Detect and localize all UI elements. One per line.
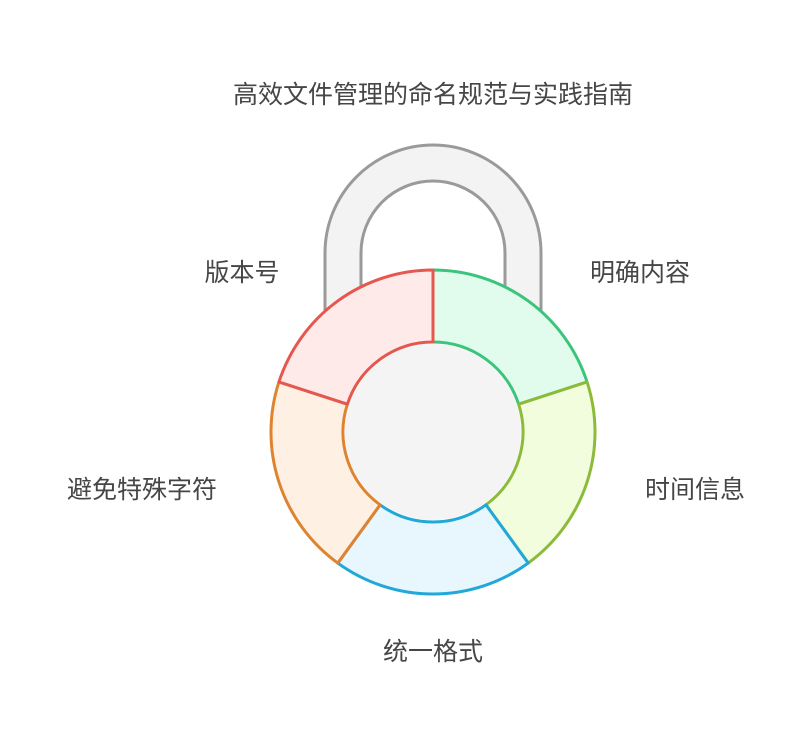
label-clear-content: 明确内容 xyxy=(589,258,691,287)
lock-center xyxy=(345,344,521,520)
label-unified-format: 统一格式 xyxy=(382,637,484,666)
padlock-shackle xyxy=(323,143,543,312)
label-time-info: 时间信息 xyxy=(644,475,746,504)
label-version-number: 版本号 xyxy=(204,258,280,287)
diagram-title: 高效文件管理的命名规范与实践指南 xyxy=(232,80,634,109)
ring-segment-2 xyxy=(484,380,597,565)
ring-segment-3 xyxy=(336,503,530,596)
label-avoid-special-chars: 避免特殊字符 xyxy=(66,475,218,504)
ring-segment-4 xyxy=(269,380,382,565)
ring-segment-5 xyxy=(277,268,435,406)
ring-segment-1 xyxy=(431,268,589,406)
